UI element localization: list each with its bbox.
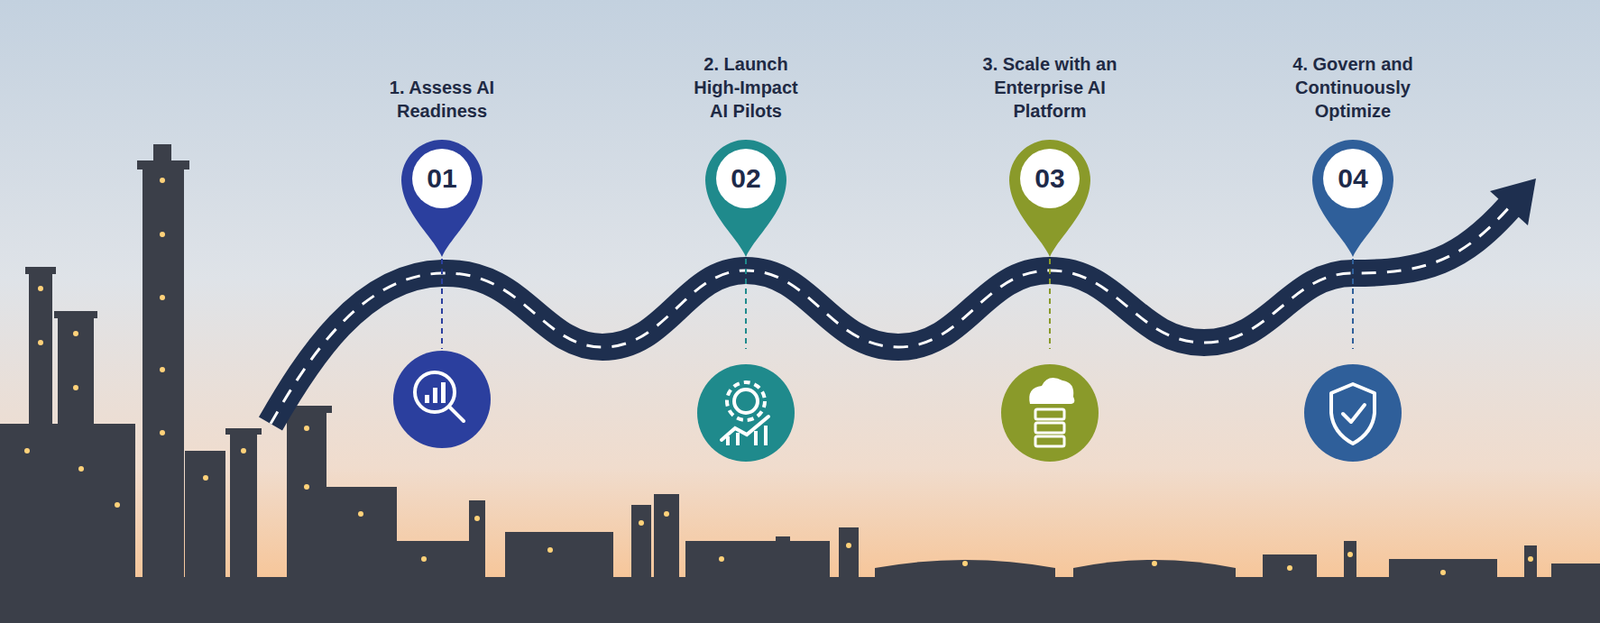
step-title: 1. Assess AI Readiness — [378, 75, 506, 123]
step-icons — [393, 350, 1402, 462]
pin-marker — [700, 135, 791, 258]
refinery-lights — [24, 177, 1534, 576]
step-title: 3. Scale with an Enterprise AI Platform — [971, 52, 1130, 123]
pin-marker — [396, 135, 488, 258]
step-title: 4. Govern and Continuously Optimize — [1280, 52, 1426, 123]
step-number: 02 — [730, 165, 761, 193]
step-marker: 2. Launch High-Impact AI Pilots 02 — [664, 0, 828, 258]
step-marker: 4. Govern and Continuously Optimize 04 — [1262, 0, 1444, 258]
pin-marker — [1307, 135, 1398, 258]
step-number: 03 — [1034, 165, 1065, 193]
leader-lines — [441, 258, 1353, 350]
step-number: 04 — [1337, 165, 1368, 193]
step-number: 01 — [426, 165, 457, 193]
step-marker: 1. Assess AI Readiness 01 — [360, 0, 524, 258]
step-title: 2. Launch High-Impact AI Pilots — [682, 52, 810, 123]
pin-marker — [1004, 135, 1095, 258]
step-marker: 3. Scale with an Enterprise AI Platform 0… — [953, 0, 1148, 258]
